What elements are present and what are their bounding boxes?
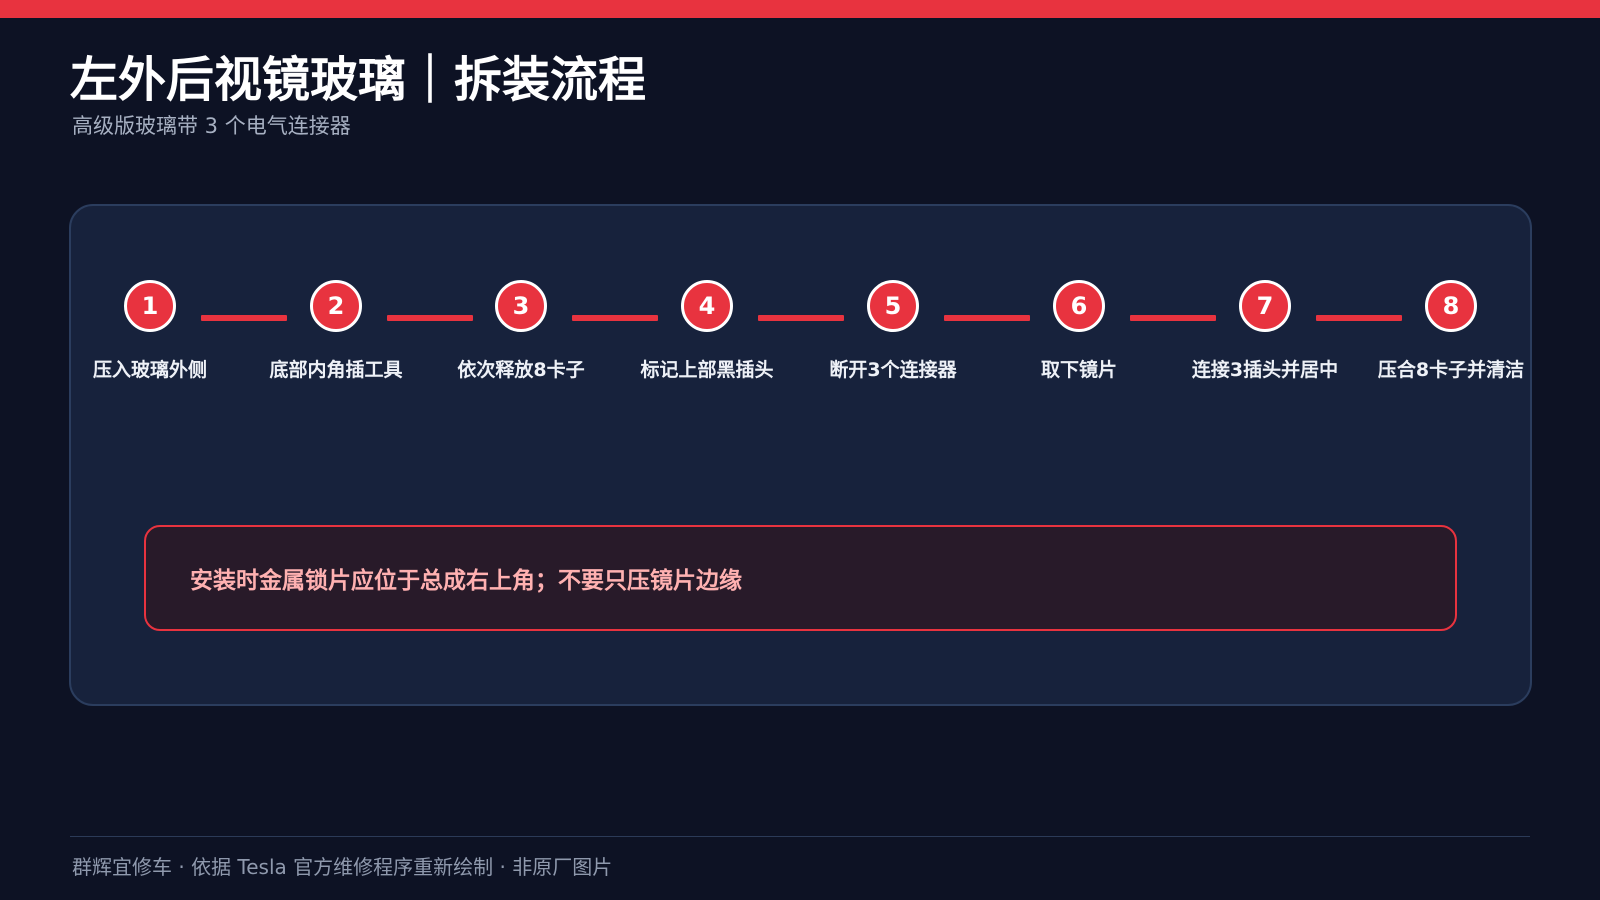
step-connector-5-6 [944, 315, 1030, 321]
step-8-label: 压合8卡子并清洁 [1377, 359, 1525, 381]
step-4-label: 标记上部黑插头 [640, 359, 774, 381]
step-1-number: 1 [124, 280, 176, 332]
step-connector-2-3 [387, 315, 473, 321]
step-3-label: 依次释放8卡子 [457, 359, 585, 381]
step-connector-6-7 [1130, 315, 1216, 321]
step-6-label: 取下镜片 [1040, 359, 1117, 381]
page-subtitle: 高级版玻璃带 3 个电气连接器 [72, 114, 351, 138]
page-title: 左外后视镜玻璃｜拆装流程 [70, 52, 647, 108]
step-7-label: 连接3插头并居中 [1191, 359, 1339, 381]
step-4-number: 4 [681, 280, 733, 332]
step-connector-1-2 [201, 315, 287, 321]
step-connector-7-8 [1316, 315, 1402, 321]
step-3-number: 3 [495, 280, 547, 332]
step-5-number: 5 [867, 280, 919, 332]
step-7-number: 7 [1239, 280, 1291, 332]
step-2-number: 2 [310, 280, 362, 332]
step-1-label: 压入玻璃外侧 [92, 359, 207, 381]
step-2-label: 底部内角插工具 [269, 359, 403, 381]
footer-credit: 群辉宜修车 · 依据 Tesla 官方维修程序重新绘制 · 非原厂图片 [72, 855, 613, 879]
step-connector-3-4 [572, 315, 658, 321]
install-warning-text: 安装时金属锁片应位于总成右上角；不要只压镜片边缘 [190, 568, 742, 594]
step-6-number: 6 [1053, 280, 1105, 332]
top-accent-bar [0, 0, 1600, 18]
install-warning-box: 安装时金属锁片应位于总成右上角；不要只压镜片边缘 [144, 525, 1457, 631]
step-5-label: 断开3个连接器 [829, 359, 957, 381]
step-8-number: 8 [1425, 280, 1477, 332]
footer-divider [70, 836, 1530, 837]
step-connector-4-5 [758, 315, 844, 321]
